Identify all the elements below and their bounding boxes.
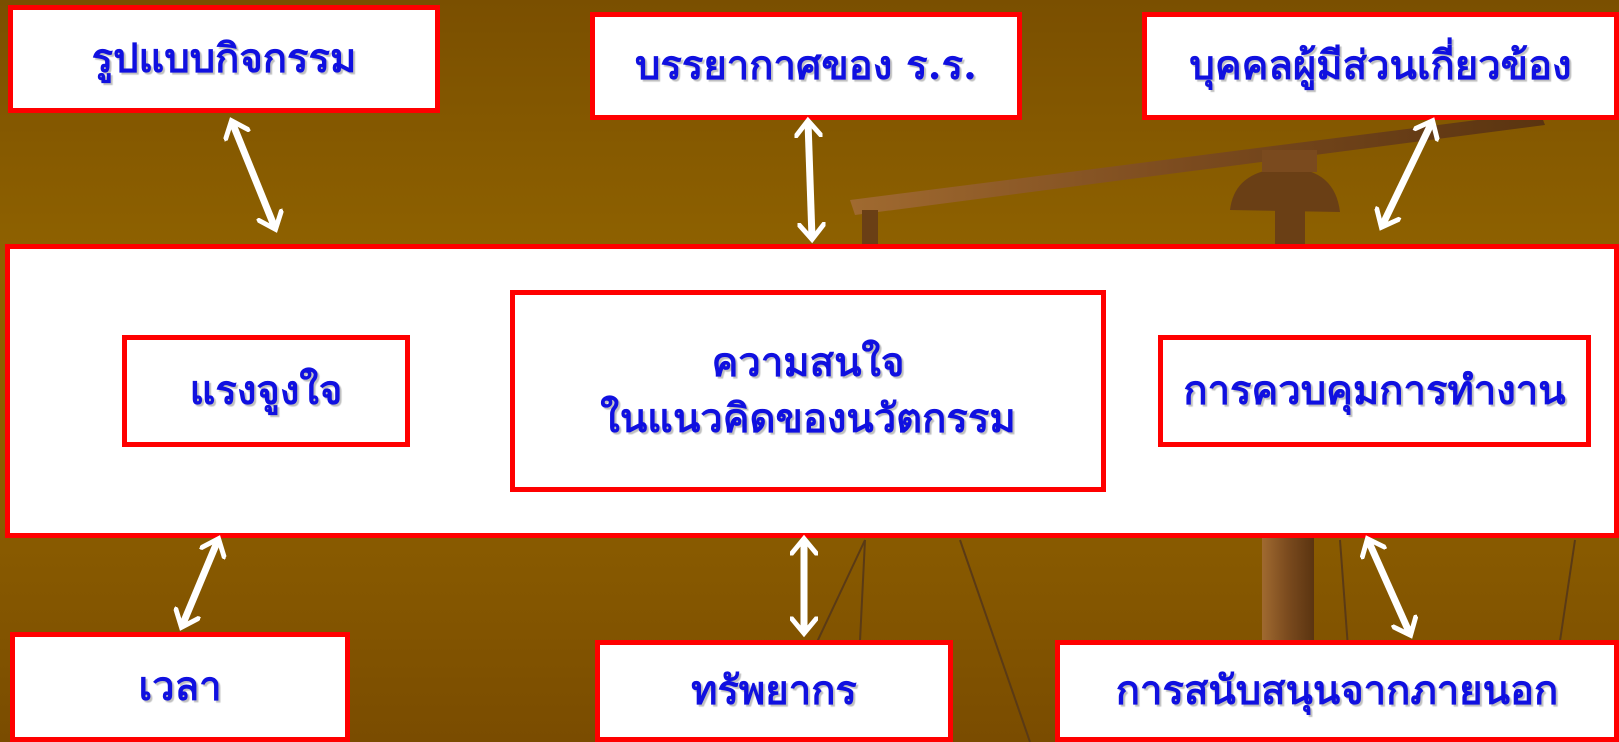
work-control-label: การควบคุมการทำงาน	[1183, 367, 1566, 414]
external-support-label: การสนับสนุนจากภายนอก	[1115, 667, 1559, 714]
top-box-activity-format: รูปแบบกิจกรรม	[8, 5, 440, 113]
interest-innovation-text: ความสนใจ ในแนวคิดของนวัตกรรม	[600, 335, 1015, 447]
bottom-box-resources: ทรัพยากร	[595, 640, 953, 742]
motivation-box: แรงจูงใจ	[122, 335, 410, 447]
interest-line-1: ความสนใจ	[711, 339, 905, 386]
motivation-label: แรงจูงใจ	[189, 367, 343, 414]
school-atmosphere-label: บรรยากาศของ ร.ร.	[635, 42, 977, 89]
top-box-school-atmosphere: บรรยากาศของ ร.ร.	[590, 12, 1022, 120]
resources-label: ทรัพยากร	[691, 667, 857, 714]
top-box-stakeholders: บุคคลผู้มีส่วนเกี่ยวข้อง	[1142, 12, 1619, 120]
interest-line-2: ในแนวคิดของนวัตกรรม	[600, 395, 1016, 442]
bottom-box-time: เวลา	[10, 632, 350, 742]
activity-format-label: รูปแบบกิจกรรม	[91, 35, 357, 82]
bottom-box-external-support: การสนับสนุนจากภายนอก	[1055, 640, 1619, 742]
interest-innovation-box: ความสนใจ ในแนวคิดของนวัตกรรม	[510, 290, 1106, 492]
stakeholders-label: บุคคลผู้มีส่วนเกี่ยวข้อง	[1189, 42, 1572, 89]
work-control-box: การควบคุมการทำงาน	[1158, 335, 1591, 447]
time-label: เวลา	[138, 663, 222, 710]
